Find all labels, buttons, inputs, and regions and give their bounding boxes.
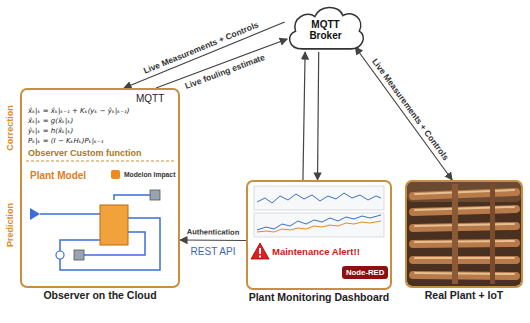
equation: ŷₖ|ₖ = h(x̂ₖ|ₖ) [28,127,73,135]
connector-arrow [318,52,319,180]
dashboard-box: Plant Monitoring DashboardMaintenance Al… [246,180,392,290]
chart-line [257,193,381,203]
source-symbol [30,208,40,220]
connector-label: Authentication [186,228,241,237]
heat-exchanger-photo [407,182,521,286]
chart-panel [254,213,384,237]
connector-arrow [303,52,305,180]
section-label: Observer Custom function [28,148,142,158]
plant-box: Real Plant + IoT [405,180,523,288]
section-label: Plant Model [30,170,86,181]
mqtt-broker-cloud: MQTT Broker [283,2,368,52]
protocol-label: MQTT [136,93,164,104]
warning-triangle [251,243,269,259]
logo-badge: Node-RED [342,266,388,279]
chart-panel [254,186,384,210]
box-heading: Real Plant + IoT [425,289,503,301]
sensor-block [150,190,160,200]
interface-label: REST API [191,246,236,257]
separator-line [26,161,174,162]
connector-label: Live Measurements + Controls [369,55,451,162]
heat-exchanger-block [100,205,128,245]
logo-text: Modelon Impact [124,171,175,178]
connector-arrow [180,239,246,241]
node-title: MQTT Broker [299,19,353,41]
side-label: Prediction [5,203,15,247]
chart-line [257,221,381,232]
connector-label: Live fouling estimate [182,51,267,91]
plant-model-schematic [40,195,160,270]
alert-text: Maintenance Alert!! [272,246,360,257]
equation: Pₖ|ₖ = (I − KₖHₖ)Pₖ|ₖ₋₁ [28,137,104,145]
valve-symbol [56,251,64,259]
box-heading: Plant Monitoring Dashboard [249,291,390,303]
side-label: Correction [5,105,15,151]
warning-mark [259,248,261,254]
box-heading: Observer on the Cloud [43,289,156,301]
cloud-shape [290,7,364,48]
equation: x̂ₖ|ₖ = g(x̂ₖ|ₖ) [28,117,73,125]
pump-block [74,250,84,260]
connector-arrow [355,47,452,180]
observer-box: Observer on the CloudMQTTx̂ₖ|ₖ = x̂ₖ|ₖ₋₁… [20,88,180,288]
connector-arrow [156,39,287,88]
equation: x̂ₖ|ₖ = x̂ₖ|ₖ₋₁ + Kₖ(yₖ − ŷₖ|ₖ₋₁) [28,107,130,115]
warning-mark [259,256,261,258]
modelon-icon [111,170,120,179]
